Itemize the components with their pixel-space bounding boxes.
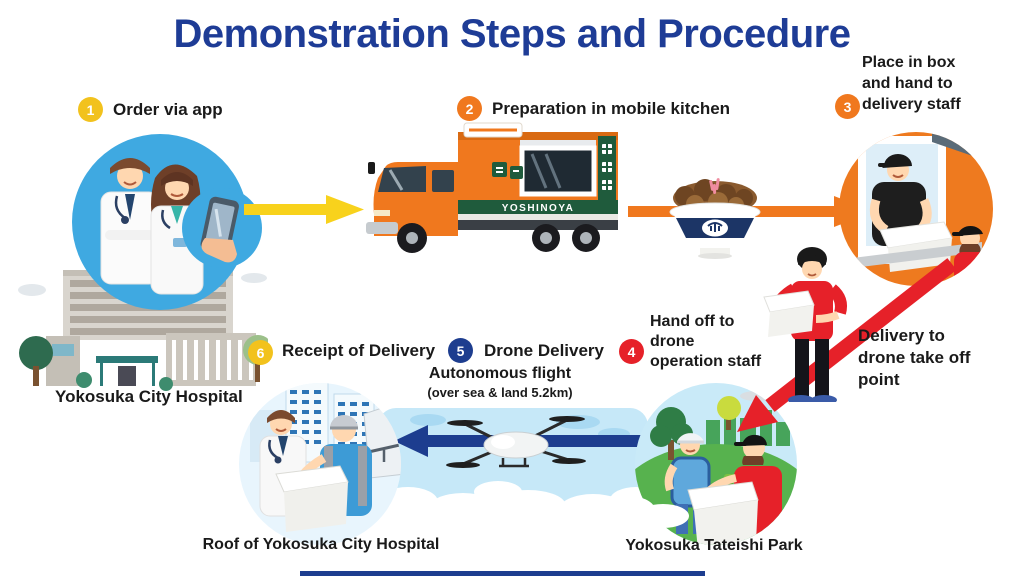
gyudon-bowl-icon: [669, 178, 761, 259]
step-badge-2: 2: [457, 96, 482, 121]
page-title: Demonstration Steps and Procedure: [173, 12, 851, 56]
shoe-icon: [788, 395, 837, 405]
step-badge-3: 3: [835, 94, 860, 119]
tree-icon: [19, 336, 53, 386]
step-badge-4: 4: [619, 339, 644, 364]
order-via-app-illustration: [72, 134, 262, 310]
delivery-box-icon: [763, 290, 815, 337]
flight-distance-label: (over sea & land 5.2km): [427, 385, 573, 400]
hand-icon: [201, 238, 237, 263]
tree-icon: [650, 407, 693, 460]
step-label-4: Hand off to drone operation staff: [650, 313, 762, 370]
yellow-arrow: [244, 195, 364, 224]
step-label-3: Place in box and hand to delivery staff: [862, 54, 961, 113]
vertical-banner: [598, 136, 616, 212]
entrance-canopy: [96, 356, 158, 363]
step-label-2: Preparation in mobile kitchen: [492, 99, 731, 118]
delivery-point-note: Delivery to drone take off point: [858, 326, 971, 389]
roof-receipt-illustration: [239, 383, 401, 545]
step-badge-1: 1: [78, 97, 103, 122]
footer-divider-bar: [300, 571, 705, 576]
autonomous-flight-label: Autonomous flight: [428, 365, 572, 382]
step-number: 1: [86, 101, 95, 118]
ginger-garnish: [709, 178, 720, 194]
delivery-box-icon: [879, 221, 953, 272]
handoff-window-illustration: [839, 132, 993, 286]
hospital-label: Yokosuka City Hospital: [55, 387, 243, 406]
cloud-icon: [591, 495, 689, 528]
step-number: 4: [627, 343, 636, 360]
roof-label: Roof of Yokosuka City Hospital: [202, 536, 440, 553]
food-truck-illustration: YOSHINOYA: [366, 122, 618, 253]
delivery-box-icon: [275, 465, 349, 532]
step-badge-5: 5: [448, 338, 473, 363]
drone-icon: [446, 416, 586, 468]
wheel-icon: [532, 224, 560, 252]
truck-brand-text: YOSHINOYA: [502, 203, 575, 214]
cloud-icon: [18, 284, 46, 296]
kanji-signage: [492, 162, 523, 179]
tree-icon: [717, 396, 741, 430]
delivery-box-icon: [687, 481, 759, 545]
side-mirror: [368, 162, 375, 174]
step-number: 2: [465, 100, 474, 117]
park-label: Yokosuka Tateishi Park: [625, 537, 803, 554]
step-number: 6: [256, 344, 265, 361]
window-flap: [520, 140, 596, 148]
wheel-icon: [397, 223, 427, 253]
wheel-icon: [572, 224, 600, 252]
step-label-1: Order via app: [113, 100, 223, 119]
cloud-icon: [241, 273, 267, 283]
doctor-figure: [100, 158, 160, 285]
park-handoff-illustration: [635, 383, 797, 545]
sky-band: [378, 408, 653, 527]
step-label-5: Drone Delivery: [484, 341, 604, 360]
step-number: 5: [456, 342, 465, 359]
step-label-6: Receipt of Delivery: [282, 341, 436, 360]
step-number: 3: [843, 98, 852, 115]
delivery-person-figure: [763, 247, 847, 405]
step-badge-6: 6: [248, 340, 273, 365]
